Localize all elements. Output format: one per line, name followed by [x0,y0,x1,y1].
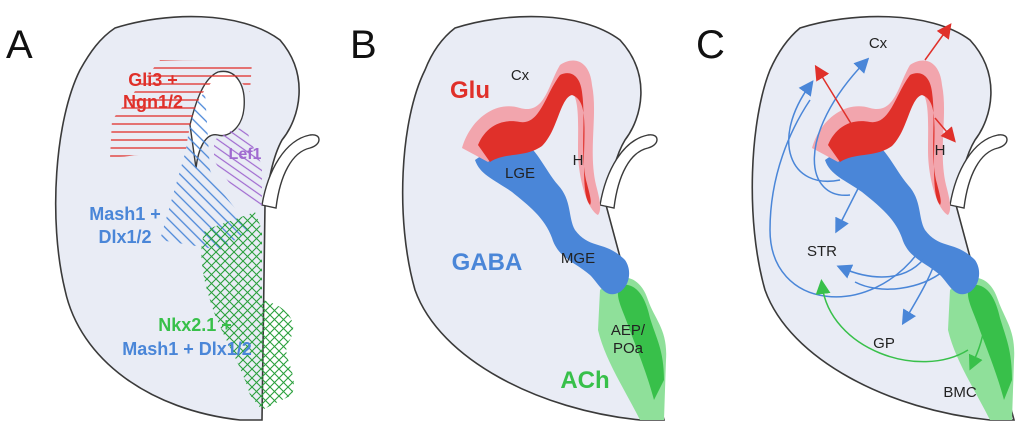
arrow-red-up-right [924,23,952,61]
arrow-red-h [934,117,956,143]
panel-b: B Glu Cx LGE H GABA MGE AEP/ POa ACh [350,15,667,421]
label-nkx-line1: Nkx2.1 + [158,315,232,335]
label-c-h: H [935,142,946,159]
label-bmc: BMC [943,384,977,401]
label-nkx-line2: Mash1 + Dlx1/2 [122,339,252,359]
panel-a-mash1-region [160,92,250,250]
label-lef1: Lef1 [229,146,262,163]
panel-a-letter: A [6,23,33,67]
panel-c-side-fold [949,134,1008,209]
arrow-blue-to-cortex-2 [813,57,870,196]
panel-c-green-core [967,284,1012,400]
label-mash1-line2: Dlx1/2 [98,227,151,247]
label-gp: GP [873,335,895,352]
panel-a-gli3-region [110,60,252,158]
label-gli3-line2: Ngn1/2 [123,92,183,112]
label-gli3-line1: Gli3 + [128,70,178,90]
label-mge: MGE [561,250,595,267]
arrow-blue-to-gp [901,244,941,326]
migration-arrows [769,23,986,371]
panel-c-letter: C [696,23,725,67]
arrow-green-to-str [815,279,969,363]
panel-a: A Gli3 + Ngn1/2 Lef1 Mash1 + Dlx1/2 Nkx2… [6,15,320,421]
arrow-blue-to-str [835,164,871,234]
panel-b-letter: B [350,23,377,67]
label-ach: ACh [560,367,609,394]
panel-c-red-core [828,73,941,205]
label-b-cx: Cx [511,67,530,84]
label-glu: Glu [450,77,490,104]
label-str: STR [807,243,837,260]
label-gaba: GABA [452,249,523,276]
arrow-green-to-bmc [968,314,986,371]
label-lge: LGE [505,165,535,182]
label-aep-line1: AEP/ [611,322,646,339]
label-b-h: H [573,152,584,169]
arrow-blue-mge-to-str [836,249,931,279]
panel-a-nkx-region [201,212,294,410]
arrow-blue-str-to-gp [854,269,946,290]
panel-b-gaba-region [475,139,630,295]
panel-a-lef1-region [214,128,262,208]
label-aep-line2: POa [613,340,644,357]
panel-b-side-fold [599,134,658,209]
panel-c: C Cx H STR GP BMC [696,15,1016,421]
label-mash1-line1: Mash1 + [89,204,161,224]
panel-a-side-fold [261,134,320,209]
arrow-blue-to-cortex-1 [787,80,841,182]
label-c-cx: Cx [869,35,888,52]
arrow-red-up-left [814,64,856,131]
panel-b-glu-core [478,73,591,205]
panel-b-ach-core [617,284,664,400]
panel-b-ach-region [598,277,667,420]
arrow-blue-long-loop [769,99,921,298]
